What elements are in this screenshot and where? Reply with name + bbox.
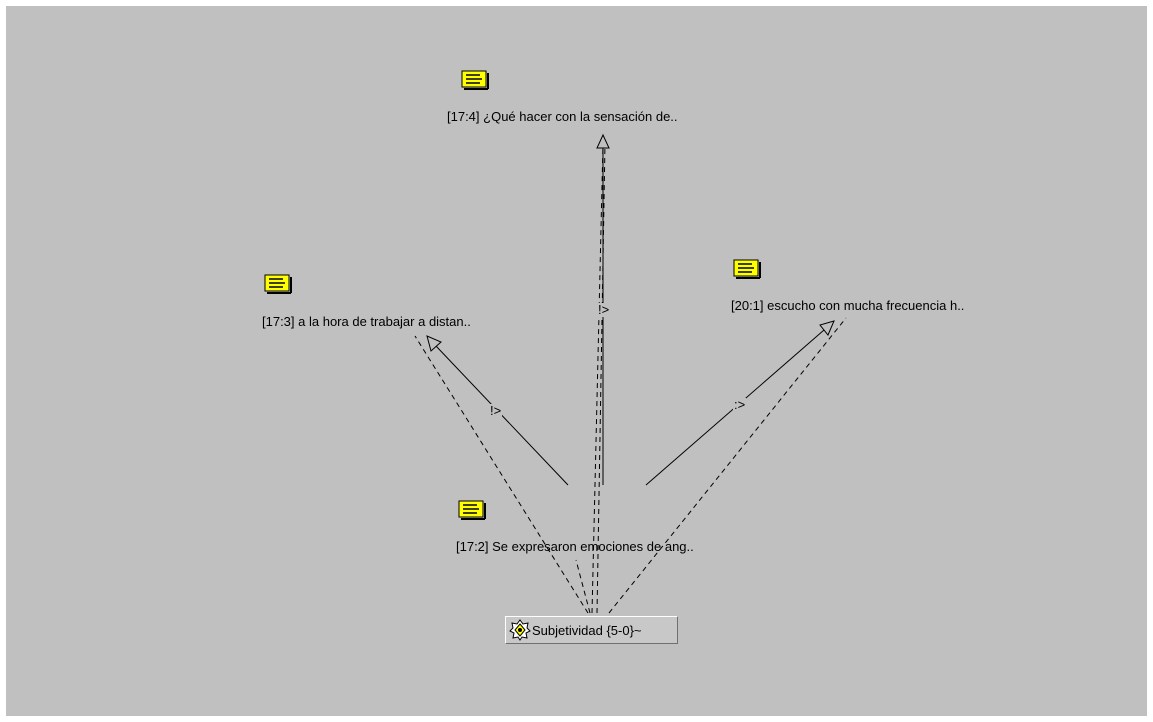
arrowhead-20-1 [819,320,835,336]
relation-label-17-4: !> [597,302,611,317]
quotation-note-icon[interactable] [461,70,489,92]
code-node-label: Subjetividad {5-0}~ [532,622,642,638]
relation-label-20-1: :> [733,397,747,412]
code-node-subjetividad[interactable]: Subjetividad {5-0}~ [505,616,678,644]
quotation-label-20-1[interactable]: [20:1] escucho con mucha frecuencia h.. [731,298,965,313]
quotation-label-17-3[interactable]: [17:3] a la hora de trabajar a distan.. [262,314,471,329]
code-family-icon [509,619,531,641]
relation-label-17-3: !> [489,403,503,418]
quotation-note-icon[interactable] [264,274,292,296]
quotation-note-icon[interactable] [733,259,761,281]
network-canvas[interactable] [6,6,1147,716]
dashed-link-17-3 [414,335,589,614]
dashed-link-17-2 [575,559,591,614]
quotation-label-17-2[interactable]: [17:2] Se expresaron emociones de ang.. [456,539,694,554]
arrowhead-17-3 [426,335,442,352]
quotation-note-icon[interactable] [458,500,486,522]
dashed-link-20-1 [608,317,847,614]
quotation-label-17-4[interactable]: [17:4] ¿Qué hacer con la sensación de.. [447,109,678,124]
dashed-link-17-4 [596,142,606,614]
dashed-link-17-4 [591,142,604,614]
arrowhead-17-4 [596,133,610,149]
